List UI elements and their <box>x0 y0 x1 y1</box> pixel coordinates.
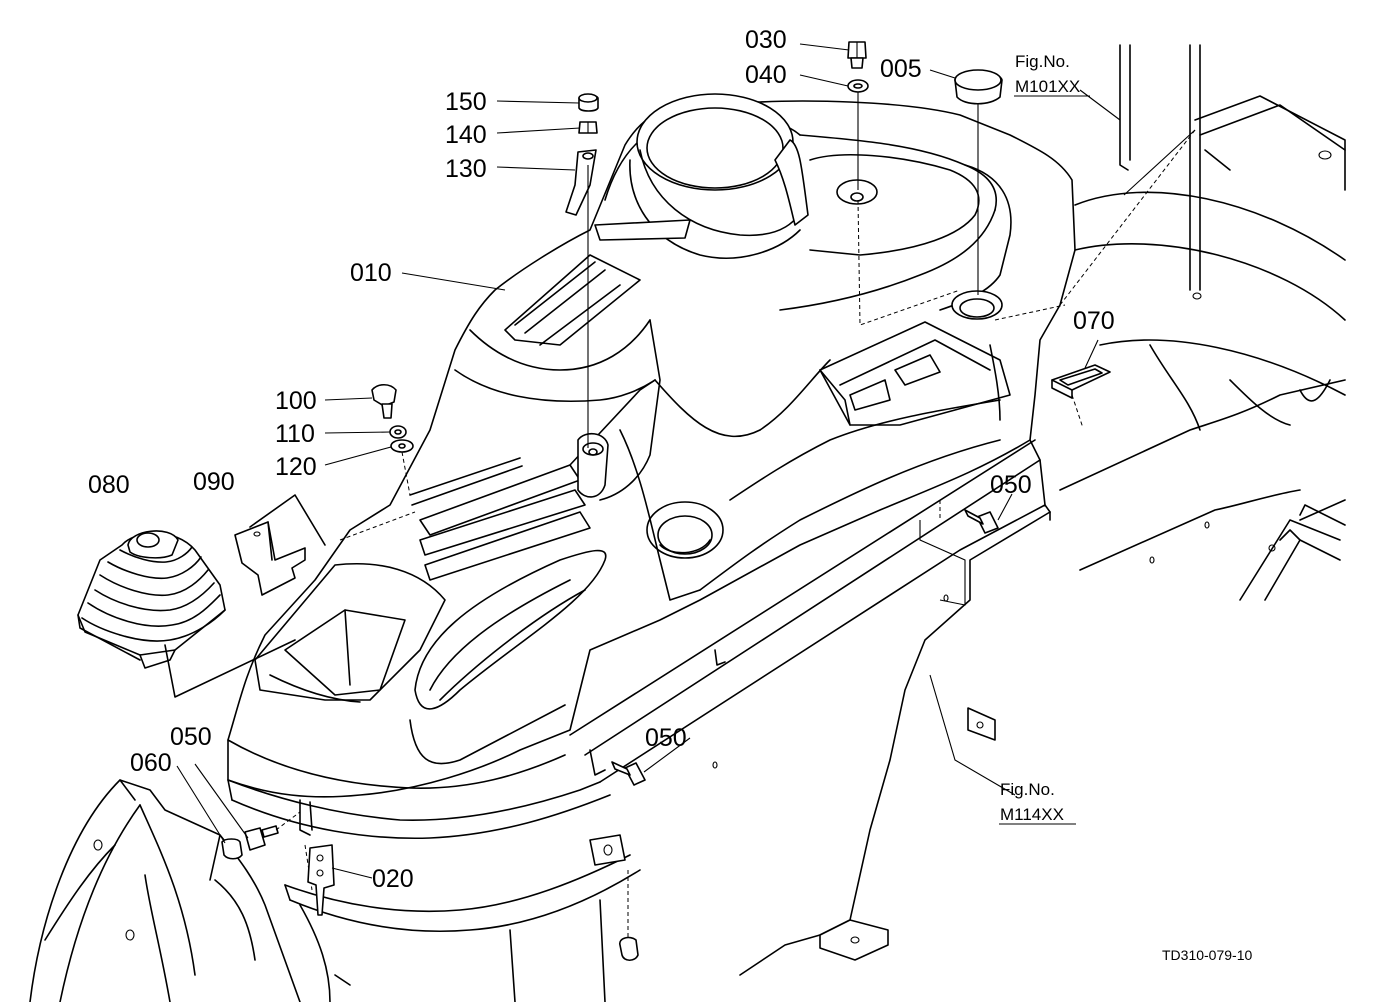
part-050-bolt-left <box>244 825 279 851</box>
part-050-bolt-right <box>964 509 999 534</box>
callout-050-right: 050 <box>990 471 1032 499</box>
callout-020: 020 <box>372 865 414 893</box>
figure-reference-m101: Fig.No. M101XX <box>1014 52 1090 97</box>
leader-lines <box>176 43 1121 879</box>
callout-140: 140 <box>445 121 487 149</box>
leader-080-bracket <box>164 639 296 698</box>
axis-line-070 <box>1071 394 1084 429</box>
callout-labels: 150 140 130 010 030 040 005 070 100 110 … <box>88 26 1115 893</box>
callout-010: 010 <box>350 259 392 287</box>
part-110-washer <box>389 425 407 439</box>
callout-080: 080 <box>88 471 130 499</box>
part-040-washer <box>847 79 869 93</box>
part-020-clip <box>307 844 335 916</box>
part-130-bracket <box>565 149 597 216</box>
part-030-bolt <box>847 41 867 69</box>
part-050-bolt-mid <box>611 761 646 786</box>
axis-line-050-left <box>275 811 301 831</box>
callout-040: 040 <box>745 61 787 89</box>
floor-panel <box>712 511 1051 976</box>
figure-reference-m114: Fig.No. M114XX <box>999 780 1076 825</box>
part-080-boot <box>77 530 226 669</box>
callout-005: 005 <box>880 55 922 83</box>
lower-skirt <box>284 834 641 1002</box>
part-090-plate <box>234 521 306 596</box>
axis-line-100 <box>401 451 411 496</box>
left-fender <box>29 779 301 1002</box>
fig-caption: Fig.No. <box>1000 780 1055 799</box>
console-body <box>227 93 1196 891</box>
drawing-code: TD310-079-10 <box>1162 947 1252 963</box>
callout-150: 150 <box>445 88 487 116</box>
leader-090-bracket <box>249 494 326 546</box>
callout-100: 100 <box>275 387 317 415</box>
part-060-nut <box>221 838 243 860</box>
part-150-cap <box>578 93 599 112</box>
fig-number: M101XX <box>1015 77 1080 96</box>
callout-070: 070 <box>1073 307 1115 335</box>
fig-number: M114XX <box>1000 805 1064 824</box>
callout-050-left: 050 <box>170 723 212 751</box>
background-fender <box>1059 44 1346 601</box>
callout-030: 030 <box>745 26 787 54</box>
part-070-cover <box>1051 364 1111 399</box>
callout-090: 090 <box>193 468 235 496</box>
callout-050-mid: 050 <box>645 724 687 752</box>
callout-130: 130 <box>445 155 487 183</box>
callout-060: 060 <box>130 749 172 777</box>
part-120-washer <box>390 439 414 453</box>
fig-caption: Fig.No. <box>1015 52 1070 71</box>
part-140-nut <box>578 121 598 134</box>
part-100-knob <box>371 383 397 419</box>
part-005-plug <box>954 69 1003 105</box>
callout-110: 110 <box>275 420 315 448</box>
callout-120: 120 <box>275 453 317 481</box>
